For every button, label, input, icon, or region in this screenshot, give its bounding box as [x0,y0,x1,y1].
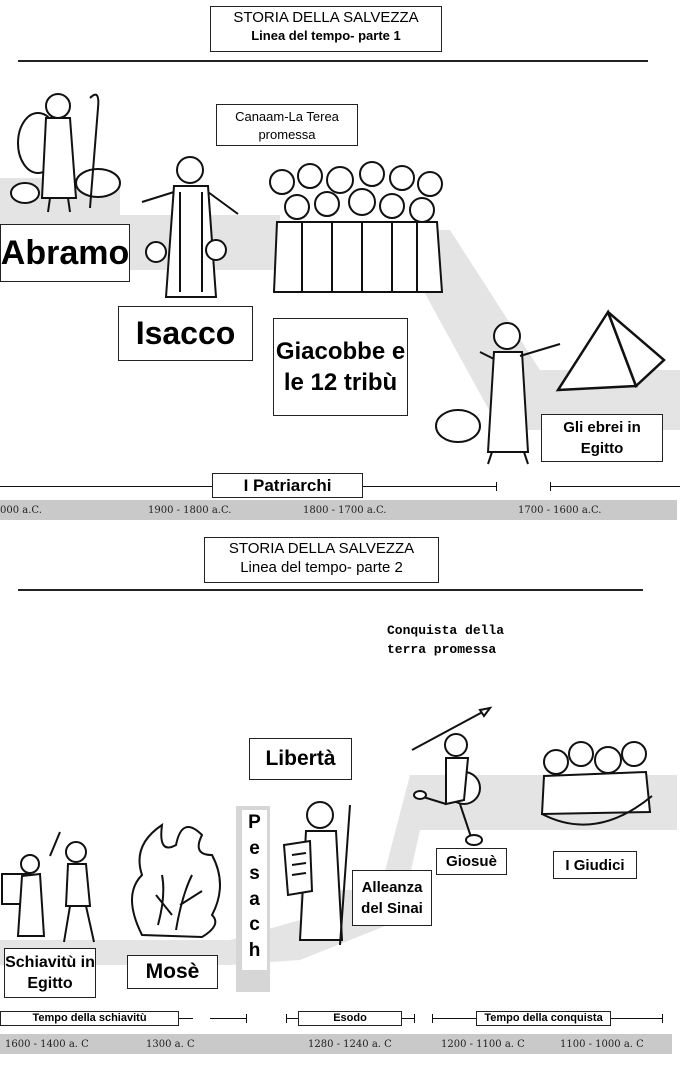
period-conquista: Tempo della conquista [476,1011,611,1026]
alleanza-label: Alleanza del Sinai [352,870,432,926]
part1-title: STORIA DELLA SALVEZZA [233,9,419,26]
joshua-warrior-icon [411,706,493,846]
abramo-figure-icon [10,93,121,213]
part2-title: STORIA DELLA SALVEZZA [228,540,415,557]
isacco-figure-icon [141,156,239,298]
tribes-group-icon [269,161,444,293]
giudici-label: I Giudici [553,851,637,879]
slave-worker-icon [1,831,95,943]
judges-group-icon [540,741,653,826]
part2-title-box: STORIA DELLA SALVEZZA Linea del tempo- p… [204,537,439,583]
schiavitu-label: Schiavitù in Egitto [4,948,96,998]
part1-date-3: 1700 - 1600 a.C. [518,505,602,516]
egitto-tick-start [550,482,551,491]
part1-title-box: STORIA DELLA SALVEZZA Linea del tempo- p… [210,6,442,52]
liberta-label: Libertà [249,738,352,780]
pyramid-icon [555,309,666,392]
period-schiavitu: Tempo della schiavitù [0,1011,179,1026]
part2-path [0,775,677,965]
giacobbe-label: Giacobbe e le 12 tribù [273,318,408,416]
pointing-man-icon [435,322,561,465]
giosue-label: Giosuè [436,848,507,875]
abramo-label: Abramo [0,224,130,282]
part1-date-2: 1800 - 1700 a.C. [303,505,387,516]
part2-date-bar [0,1034,672,1054]
egitto-label: Gli ebrei in Egitto [541,414,663,462]
patriarchi-tick-end [496,482,497,491]
esodo-tick-end [414,1014,415,1023]
patriarchi-label: I Patriarchi [212,473,363,498]
part1-subtitle: Linea del tempo- parte 1 [251,27,401,43]
part2-date-4: 1100 - 1000 a. C [560,1039,644,1050]
part1-date-0: 000 a.C. [0,505,42,516]
part2-date-3: 1200 - 1100 a. C [441,1039,525,1050]
part2-date-0: 1600 - 1400 a. C [5,1039,89,1050]
mose-line [210,1018,246,1019]
isacco-label: Isacco [118,306,253,361]
schiavitu-line-tail [179,1018,193,1019]
part1-date-1: 1900 - 1800 a.C. [148,505,232,516]
part2-subtitle: Linea del tempo- parte 2 [240,558,403,576]
conquista-note: Conquista della terra promessa [387,623,505,657]
part1-divider [18,60,648,62]
burning-bush-icon [131,822,221,939]
part2-divider [18,589,643,591]
mose-label: Mosè [127,955,218,989]
conquista-tick-end [662,1014,663,1023]
moses-tablets-icon [282,801,351,946]
part2-date-2: 1280 - 1240 a. C [308,1039,392,1050]
period-esodo: Esodo [298,1011,402,1026]
part1-date-bar [0,500,677,520]
pesach-label: P e s a c h [242,810,267,970]
part2-date-1: 1300 a. C [146,1039,195,1050]
mose-tick [246,1014,247,1023]
egitto-period-line [550,486,680,487]
canaan-label: Canaam-La Terea promessa [216,104,358,146]
